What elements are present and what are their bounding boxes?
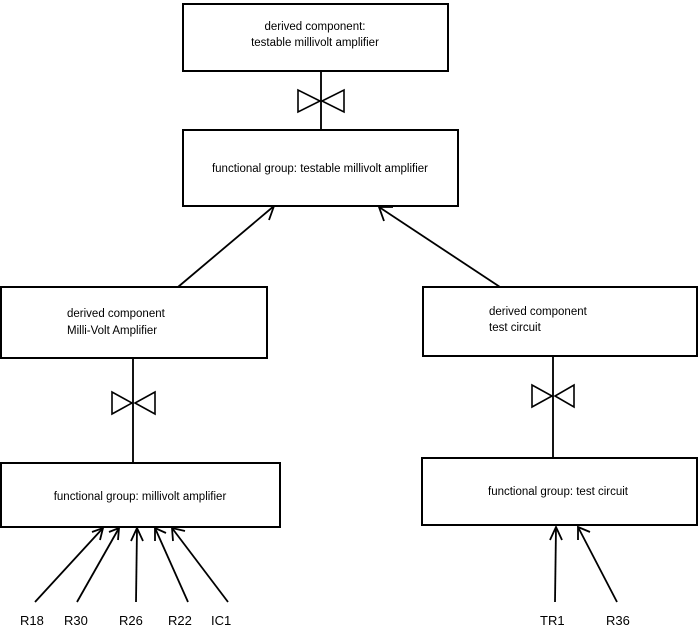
box-outline (421, 457, 698, 526)
part-label-r36: R36 (606, 613, 630, 628)
connector-derived-to-fg-mv-amp (111, 358, 156, 463)
node-fg-test-circuit[interactable]: functional group: test circuit (421, 457, 698, 526)
box-label-line1: derived component: (264, 21, 365, 33)
box-outline (182, 129, 459, 207)
box-label-line1: functional group: test circuit (488, 486, 629, 498)
bowtie-icon (111, 358, 156, 463)
part-arrow-ic1 (171, 526, 229, 603)
arrow-head-icon (130, 525, 144, 542)
arrow-head-icon (154, 526, 167, 541)
part-label-ic1: IC1 (211, 613, 231, 628)
arrow-shaft (34, 527, 104, 603)
arrow-shaft (171, 527, 229, 603)
arrow-head-icon (577, 525, 591, 540)
box-outline (0, 462, 281, 528)
arrow-head-icon (377, 206, 393, 222)
arrow-head-icon (549, 524, 563, 541)
bowtie-icon (531, 356, 575, 458)
part-arrow-tr1 (549, 524, 563, 603)
arrow-shaft (135, 527, 138, 603)
arrow-head-icon (171, 526, 186, 542)
arrow-shaft (76, 527, 120, 603)
arrow-head-icon (108, 526, 121, 541)
node-fg-testable-mv-amp[interactable]: functional group: testable millivolt amp… (182, 129, 459, 207)
part-arrow-r36 (577, 525, 618, 603)
arrow-head-icon (91, 526, 105, 541)
box-label-line2: testable millivolt amplifier (251, 37, 379, 49)
part-label-r26: R26 (119, 613, 143, 628)
arrow-shaft (378, 206, 501, 288)
arrow-shaft (177, 205, 275, 288)
node-derived-testable-mv-amp[interactable]: derived component: testable millivolt am… (182, 3, 449, 72)
inheritance-arrow-mv-amp (177, 205, 276, 288)
box-outline (182, 3, 449, 72)
part-arrow-r22 (154, 526, 189, 603)
box-label-line2: test circuit (489, 322, 542, 334)
part-label-tr1: TR1 (540, 613, 565, 628)
part-label-r30: R30 (64, 613, 88, 628)
part-arrow-r26 (130, 525, 144, 603)
box-label-line1: derived component (67, 308, 166, 320)
node-derived-test-circuit[interactable]: derived component test circuit (422, 286, 698, 357)
box-label-line1: functional group: testable millivolt amp… (212, 163, 428, 175)
part-arrow-r30 (76, 526, 121, 603)
connector-derived-to-fg-test-circuit (531, 356, 575, 458)
inheritance-arrow-test-circuit (377, 206, 501, 288)
box-label-line1: functional group: millivolt amplifier (54, 491, 227, 503)
arrow-shaft (577, 526, 618, 603)
box-outline (0, 286, 268, 359)
box-label-line2: Milli-Volt Amplifier (67, 325, 157, 337)
arrow-shaft (554, 526, 557, 603)
arrow-shaft (154, 527, 189, 603)
box-outline (422, 286, 698, 357)
node-derived-mv-amp[interactable]: derived component Milli-Volt Amplifier (0, 286, 268, 359)
bowtie-icon (297, 71, 345, 129)
part-arrow-r18 (34, 526, 105, 603)
part-label-r18: R18 (20, 613, 44, 628)
part-label-r22: R22 (168, 613, 192, 628)
box-label-line1: derived component (489, 306, 588, 318)
arrow-head-icon (260, 205, 276, 221)
connector-derived-to-fg-testable (297, 71, 345, 129)
node-fg-mv-amp[interactable]: functional group: millivolt amplifier (0, 462, 281, 528)
